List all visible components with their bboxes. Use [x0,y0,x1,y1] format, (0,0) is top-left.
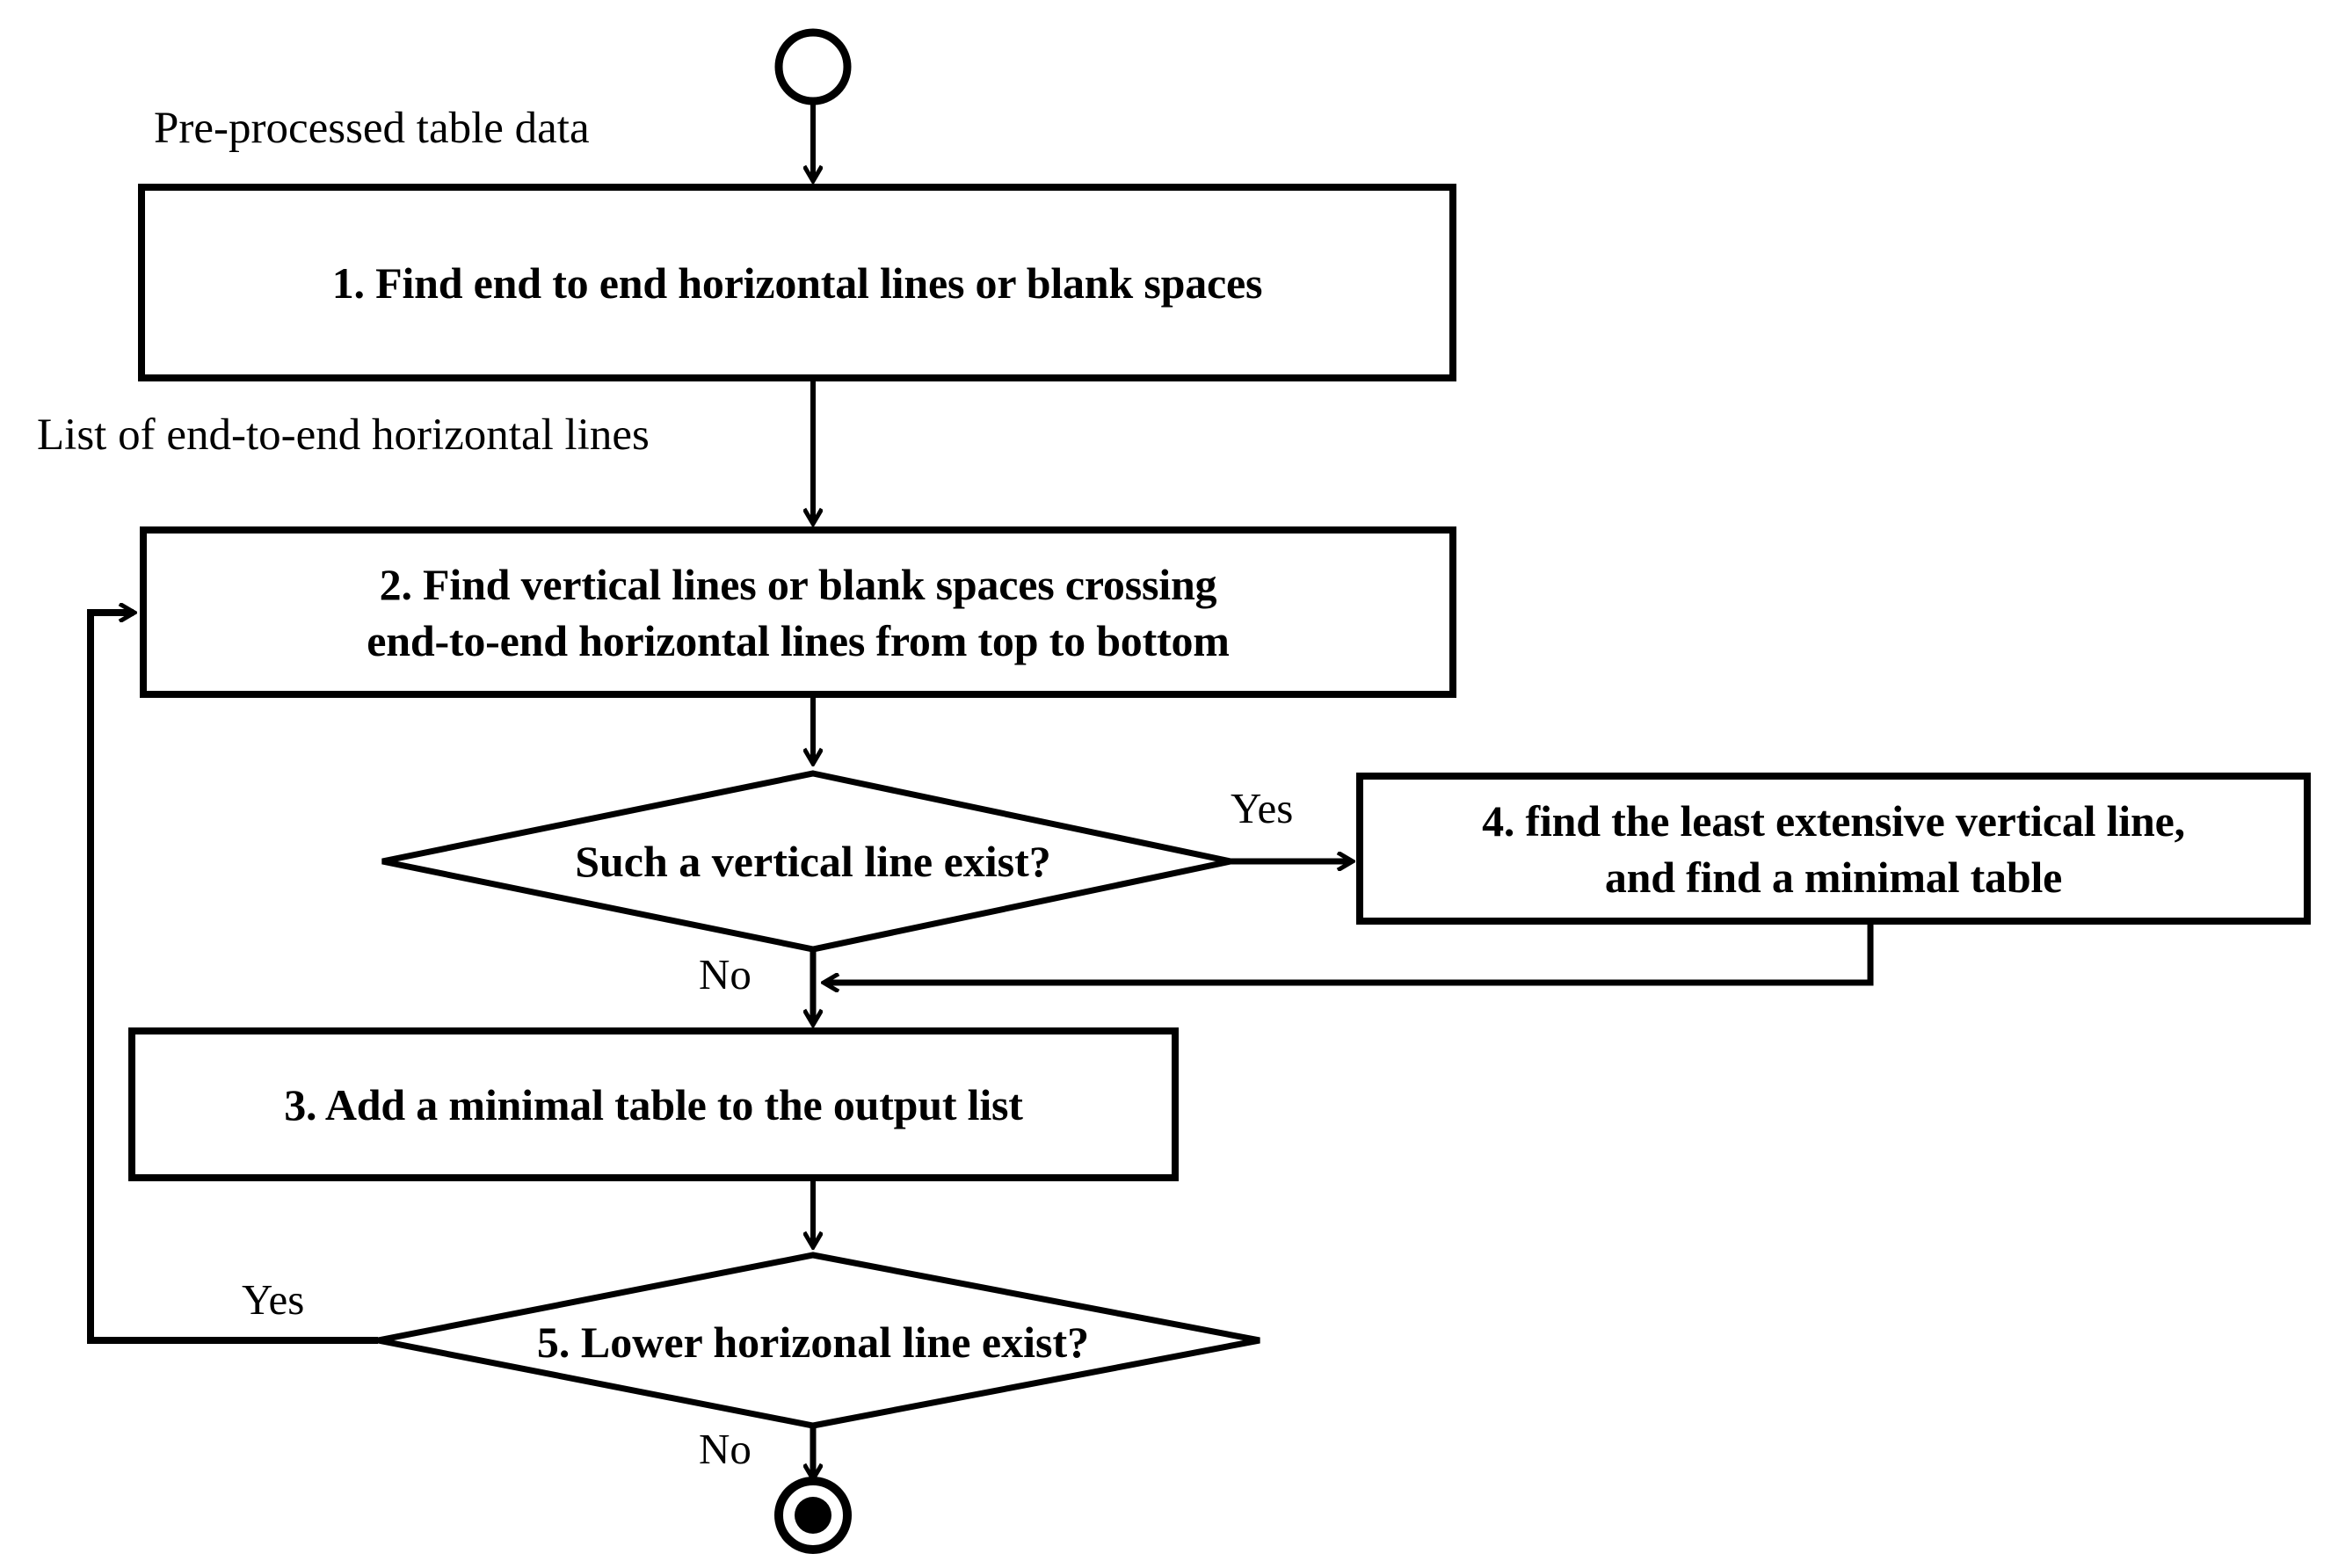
edge-step4-return-to-trunk [824,923,1874,983]
step1-box [138,184,1456,381]
step2-box [140,526,1456,698]
end-node-inner-dot [795,1497,831,1534]
step4-box [1356,773,2311,925]
edge-label-lower-yes: Yes [242,1275,305,1324]
input-data-label: Pre-processed table data [154,104,590,153]
edge-label-vertical-yes: Yes [1231,784,1294,832]
step3-box [128,1027,1179,1181]
edge-decision-lower-yes-loop [87,613,378,1344]
decision-vertical-diamond [381,770,1231,953]
list-horizontal-lines-label: List of end-to-end horizontal lines [37,410,650,460]
start-node-circle [774,28,852,105]
decision-lower-diamond [377,1252,1260,1429]
edge-label-lower-no: No [699,1425,752,1473]
edge-label-vertical-no: No [699,950,752,998]
